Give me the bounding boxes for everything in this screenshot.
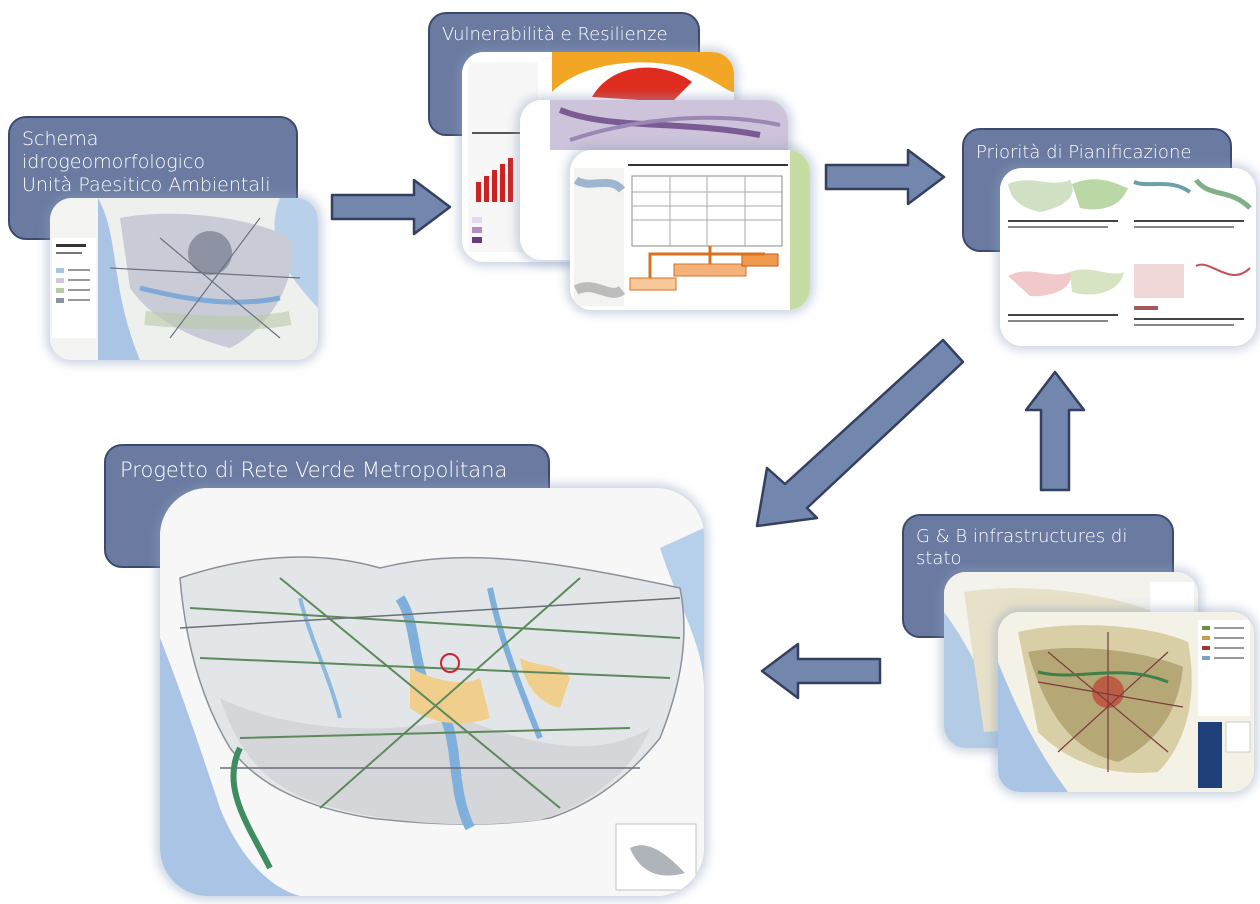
progetto-title: Progetto di Rete Verde Metropolitana <box>120 458 508 482</box>
schema-title: Schema idrogeomorfologico Unità Paesitic… <box>22 128 271 196</box>
arrow-down-left-icon <box>755 338 965 528</box>
arrow-schema-to-vulnerabilita <box>330 178 452 236</box>
vulnerabilita-doc-front <box>570 150 810 310</box>
arrow-right-icon <box>824 148 946 206</box>
arrow-priorita-to-progetto <box>755 338 967 530</box>
gb-doc-front <box>998 612 1254 792</box>
arrow-right-icon <box>330 178 452 236</box>
schema-map-thumbnail <box>50 198 318 360</box>
arrow-left-icon <box>760 642 882 700</box>
priorita-doc-thumbnail <box>1000 168 1256 346</box>
progetto-map-thumbnail <box>160 488 704 896</box>
priorita-title: Priorità di Pianificazione <box>976 142 1192 163</box>
vulnerabilita-title: Vulnerabilità e Resilienze <box>442 24 668 45</box>
arrow-vulnerabilita-to-priorita <box>824 148 946 206</box>
gb-title: G & B infrastructures di stato <box>916 526 1128 569</box>
arrow-gb-to-priorita <box>1024 370 1086 492</box>
arrow-up-icon <box>1024 370 1086 492</box>
arrow-gb-to-progetto <box>760 642 882 700</box>
